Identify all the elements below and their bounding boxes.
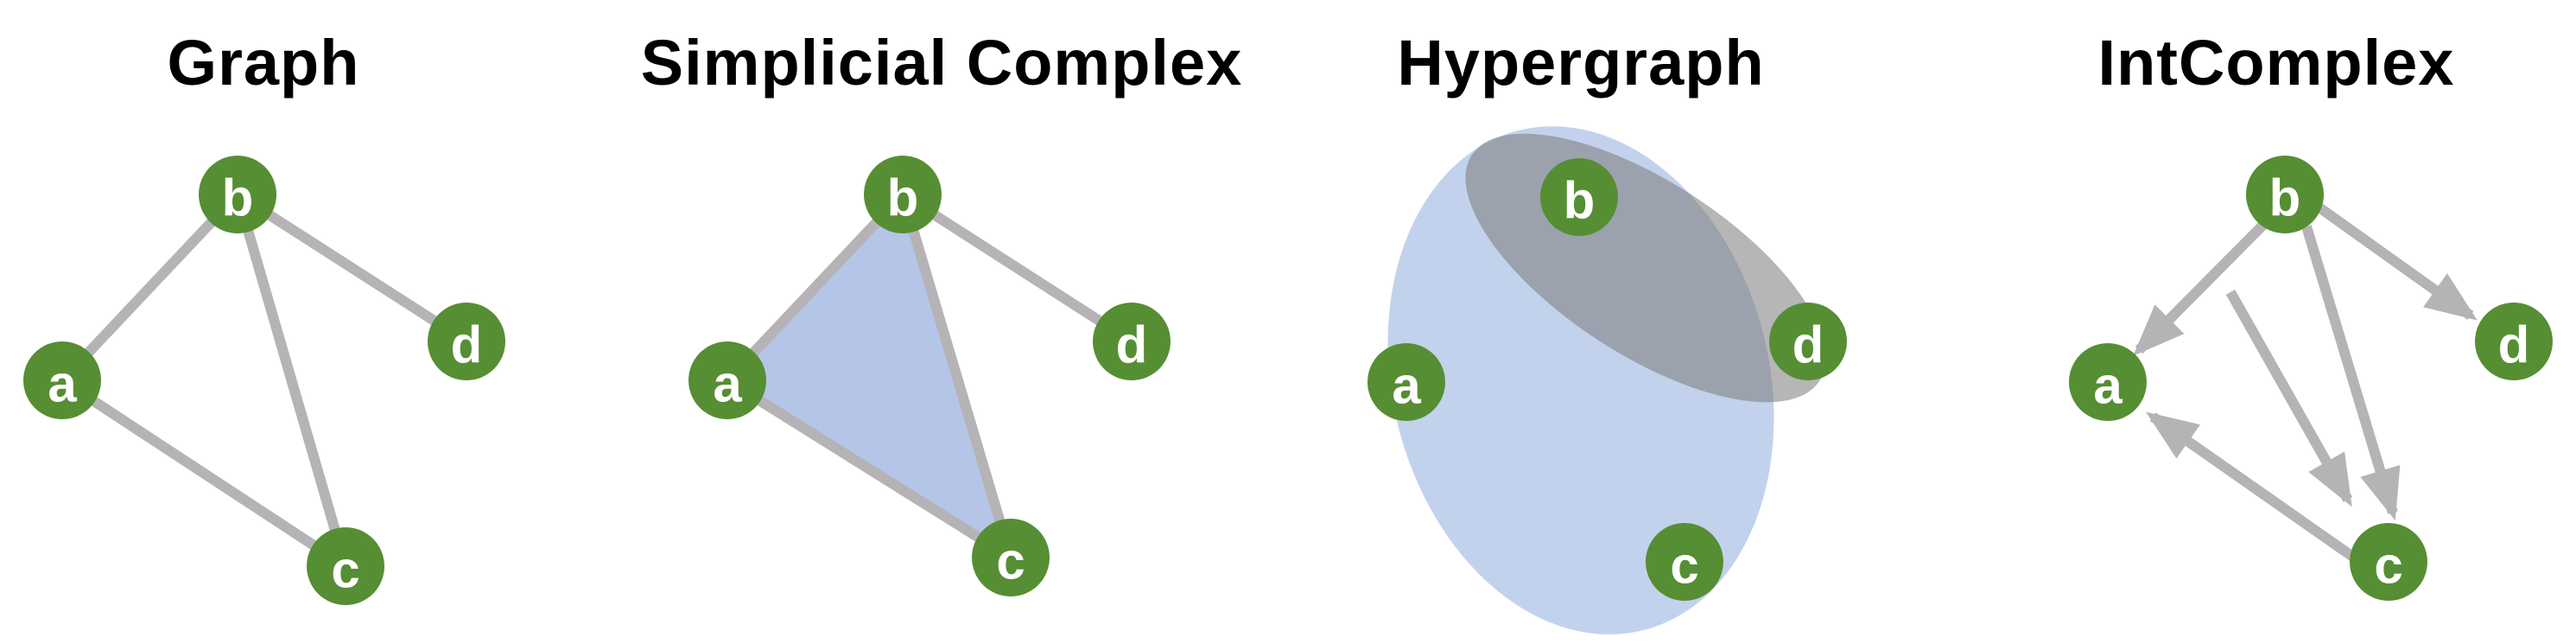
node-d: d	[2475, 303, 2553, 380]
node-d-label: d	[1792, 316, 1824, 374]
node-d: d	[1769, 303, 1847, 380]
simplicial-complex-panel: a b c d	[688, 156, 1171, 596]
node-c-label: c	[996, 532, 1025, 590]
node-d-label: d	[2498, 316, 2530, 374]
node-a-label: a	[48, 355, 77, 413]
edge-b-c	[898, 193, 1016, 559]
edge-a-c	[59, 375, 349, 571]
node-b: b	[199, 156, 276, 233]
node-c-label: c	[2374, 537, 2402, 595]
node-a: a	[1367, 343, 1445, 421]
node-b-label: b	[2269, 169, 2301, 227]
node-a: a	[688, 341, 766, 419]
face-a-b-c	[727, 194, 1011, 558]
edge-a-b	[723, 190, 907, 385]
node-d: d	[1093, 303, 1171, 380]
node-a-label: a	[2093, 357, 2122, 415]
node-b-label: b	[222, 169, 254, 227]
node-d: d	[428, 303, 505, 380]
arrow-ab-to-c	[2225, 290, 2353, 507]
node-b: b	[2246, 156, 2324, 233]
hypergraph-title: Hypergraph	[1397, 27, 1765, 99]
node-a-label: a	[1392, 357, 1421, 415]
node-a-label: a	[713, 355, 742, 413]
node-b-label: b	[1564, 172, 1596, 230]
node-c: c	[1646, 523, 1723, 601]
node-c: c	[972, 519, 1050, 596]
edge-b-c	[232, 193, 351, 568]
edge-a-b	[58, 190, 242, 385]
graph-title: Graph	[167, 27, 360, 99]
intcomplex-title: IntComplex	[2097, 27, 2455, 99]
node-c: c	[2350, 523, 2427, 601]
node-c-label: c	[1670, 537, 1698, 595]
node-a: a	[2069, 343, 2147, 421]
intcomplex-panel: a b c d	[2069, 156, 2553, 601]
hypergraph-panel: a b c d	[1367, 126, 1847, 634]
node-a: a	[23, 341, 101, 419]
node-c: c	[307, 527, 384, 605]
edge-b-d	[234, 189, 470, 347]
arrow-b-to-d	[2313, 201, 2478, 321]
arrow-b-to-c	[2301, 225, 2401, 521]
graph-panel: a b c d	[23, 156, 505, 605]
node-b: b	[1540, 158, 1618, 236]
arrow-b-to-a	[2133, 219, 2269, 356]
edge-a-c	[724, 375, 1014, 563]
node-b: b	[864, 156, 942, 233]
arrow-c-to-a	[2146, 411, 2357, 562]
node-b-label: b	[887, 169, 919, 227]
simplicial-complex-title: Simplicial Complex	[640, 27, 1243, 99]
node-d-label: d	[1116, 316, 1148, 374]
edge-b-d	[899, 189, 1135, 347]
node-d-label: d	[451, 316, 483, 374]
node-c-label: c	[331, 541, 359, 599]
